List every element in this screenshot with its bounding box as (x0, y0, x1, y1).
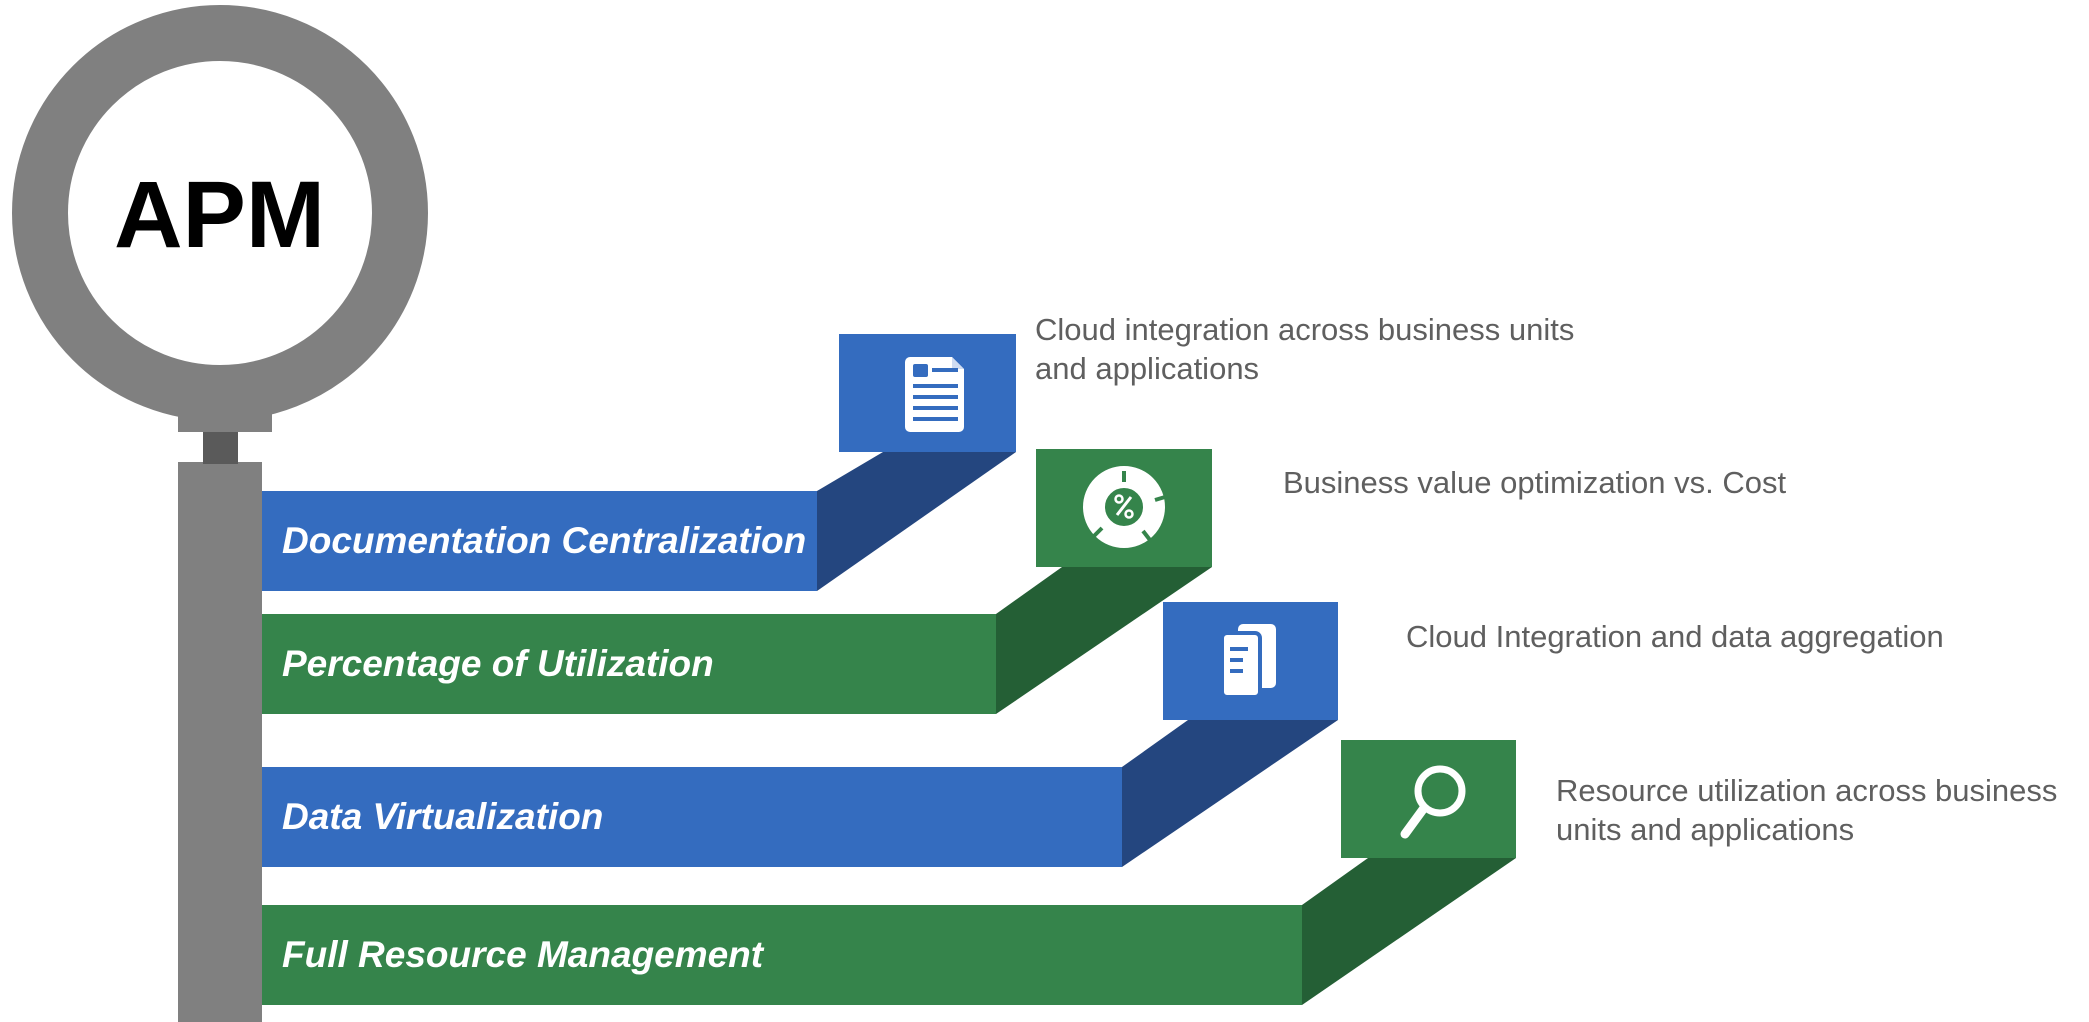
step-4-icon-box (1341, 740, 1516, 858)
document-icon (905, 357, 964, 432)
step-2-description: Business value optimization vs. Cost (1283, 463, 1786, 502)
step-4-bar (262, 905, 1302, 1005)
step-1-label: Documentation Centralization (282, 520, 807, 561)
step-3-bar (262, 767, 1122, 867)
step-3-label: Data Virtualization (282, 796, 604, 837)
magnifier-handle (178, 462, 262, 1022)
step-3-bar-3d (1122, 720, 1338, 867)
magnifier-ring (12, 5, 428, 421)
step-3-description: Cloud Integration and data aggregation (1406, 617, 1944, 656)
step-1-bar (262, 491, 817, 591)
step-2 (262, 449, 1212, 714)
step-4 (262, 740, 1516, 1005)
magnifier (12, 5, 428, 1022)
magnifier-collar (203, 430, 238, 464)
step-4-label: Full Resource Management (282, 934, 764, 975)
step-4-description: Resource utilization across business uni… (1556, 771, 2057, 849)
search-icon (1400, 765, 1466, 839)
step-4-description-line-1: Resource utilization across business (1556, 773, 2058, 808)
step-4-description-line-2: units and applications (1556, 812, 1855, 847)
files-icon (1220, 624, 1276, 699)
step-2-bar-3d (996, 567, 1212, 714)
step-1-description: Cloud integration across business units … (1035, 310, 1574, 388)
step-1-bar-3d (817, 452, 1016, 591)
step-2-bar (262, 614, 996, 714)
step-3-description-line-1: Cloud Integration and data aggregation (1406, 619, 1944, 654)
step-3 (262, 602, 1338, 867)
step-2-description-line-1: Business value optimization vs. Cost (1283, 465, 1787, 500)
step-1 (262, 334, 1016, 591)
percent-donut-icon (1083, 466, 1166, 548)
apm-title: APM (113, 162, 326, 268)
step-1-description-line-1: Cloud integration across business units (1035, 312, 1575, 347)
step-1-description-line-2: and applications (1035, 351, 1260, 386)
step-2-label: Percentage of Utilization (282, 643, 714, 684)
step-4-bar-3d (1302, 858, 1516, 1005)
